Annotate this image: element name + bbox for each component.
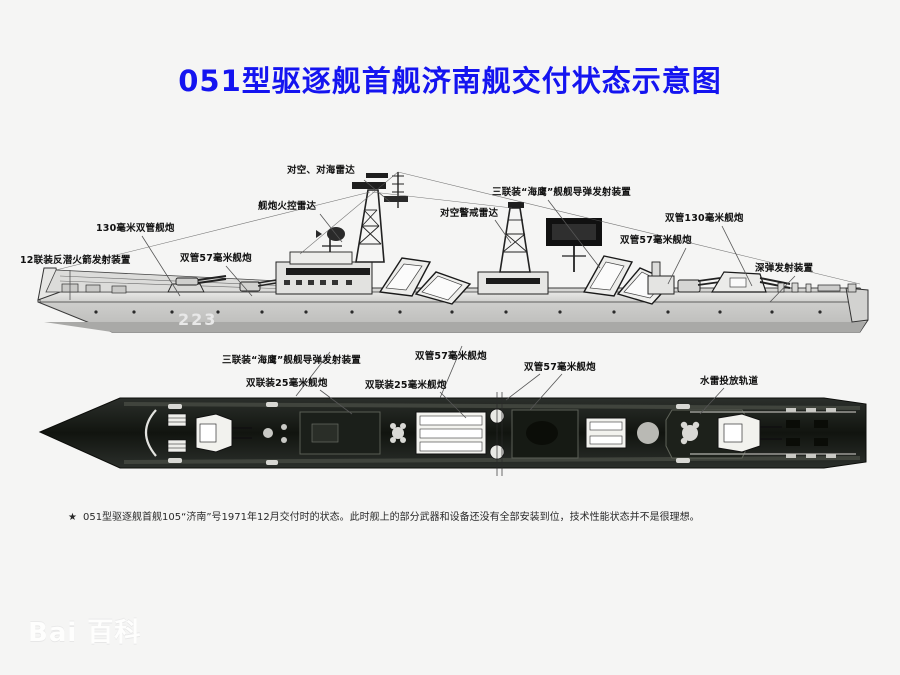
hull-number: 223 [178, 310, 218, 329]
label-depth-charge: 深弹发射装置 [755, 263, 814, 274]
gun-130-forward-plan [195, 413, 252, 453]
label-air-search-radar: 对空警戒雷达 [440, 208, 499, 219]
gun-fire-control-radar-side [316, 227, 345, 252]
ssm-launcher-forward-plan [415, 411, 487, 455]
air-search-radar-leader [494, 219, 512, 244]
label-asw-rocket: 12联装反潜火箭发射装置 [20, 255, 131, 266]
footnote-text: 051型驱逐舰首舰105“济南”号1971年12月交付时的状态。此时舰上的部分武… [82, 512, 700, 523]
footnote-star-icon: ★ [68, 512, 77, 523]
gun-57-plan-1 [585, 417, 627, 449]
watermark-text: Bai 百科 [28, 618, 142, 648]
label-air-surface-radar: 对空、对海雷达 [287, 165, 355, 176]
gun-57-p2-leader [505, 373, 541, 401]
label-gun-25-twin-aft: 双联装25毫米舰炮 [365, 380, 447, 391]
plan-view [38, 392, 867, 476]
label-gun-130-twin-aft: 双管130毫米舰炮 [665, 213, 744, 224]
gun-130-aft-plan [717, 413, 782, 453]
air-search-radar-side [499, 202, 602, 273]
label-gun-130-twin: 130毫米双管舰炮 [96, 223, 175, 234]
deck-pad-plan [637, 422, 659, 444]
bridge-block-plan [299, 411, 381, 455]
bridge-superstructure [275, 251, 373, 295]
label-gun-57-twin-p1: 双管57毫米舰炮 [415, 351, 487, 362]
label-gun-57-twin-aft: 双管57毫米舰炮 [620, 235, 692, 246]
label-mine-rail: 水雷投放轨道 [700, 376, 759, 387]
label-gun-57-twin-fwd: 双管57毫米舰炮 [180, 253, 252, 264]
midship-deckhouse-plan [511, 409, 579, 459]
footnote: ★ 051型驱逐舰首舰105“济南”号1971年12月交付时的状态。此时舰上的部分… [68, 508, 700, 523]
page-title: 051型驱逐舰首舰济南舰交付状态示意图 [178, 64, 722, 98]
label-gun-fcr: 舰炮火控雷达 [258, 201, 317, 212]
label-gun-25-twin-fwd: 双联装25毫米舰炮 [246, 378, 328, 389]
baidu-baike-watermark: Bai 百科 [28, 612, 141, 649]
label-ssm-launcher: 三联装“海鹰”舰舰导弹发射装置 [492, 187, 631, 198]
asw-rocket-launcher-plan [167, 413, 187, 453]
aft-funnel-plan [680, 421, 700, 445]
lattice-mast-side [352, 172, 408, 263]
label-ssm-launcher-plan: 三联装“海鹰”舰舰导弹发射装置 [222, 355, 361, 366]
label-gun-57-twin-p2: 双管57毫米舰炮 [524, 362, 596, 373]
mast-plan [390, 423, 406, 443]
aft-superstructure [647, 261, 721, 295]
side-profile-view [37, 171, 869, 333]
ssm-launcher-forward-side [378, 257, 472, 305]
midship-deckhouse [477, 271, 549, 295]
